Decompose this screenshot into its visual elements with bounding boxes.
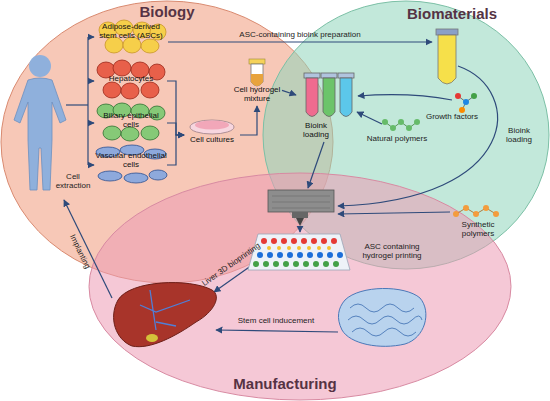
cell-type-box: Biliary epithelial cells: [95, 104, 167, 142]
process-label: ASC containing hydrogel printing: [352, 242, 432, 260]
flow-arrow: [167, 135, 184, 165]
culture-dish-box: Cell cultures: [184, 114, 240, 156]
flow-arrow: [167, 123, 184, 135]
cell-label: Biliary epithelial cells: [95, 112, 167, 130]
cell-type-box: Adipose-derived stem cells (ASCs): [95, 20, 167, 54]
process-label: Bioink loading: [500, 126, 538, 144]
process-label: Natural polymers: [362, 134, 432, 143]
flow-arrow: [240, 106, 257, 135]
section-title: Biomaterials: [392, 6, 512, 23]
cell-type-box: Hepatocytes: [95, 62, 167, 100]
flow-arrow: [282, 90, 296, 95]
process-label: Stem cell inducement: [226, 316, 326, 325]
process-label: Synthetic polymers: [452, 220, 504, 238]
cell-type-box: Vascular endothelial cells: [95, 146, 167, 184]
process-label: Growth factors: [420, 112, 484, 121]
process-label: Liver 3D bioprinting: [192, 235, 271, 294]
cell-label: Vascular endothelial cells: [95, 152, 167, 170]
step-label: Cell hydrogel mixture: [232, 86, 282, 104]
process-label: Cell extraction: [52, 172, 94, 190]
cell-label: Adipose-derived stem cells (ASCs): [95, 23, 167, 41]
cell-label: Hepatocytes: [95, 75, 167, 84]
flow-arrow: [167, 81, 184, 135]
venn-circle-outline: [89, 173, 511, 400]
section-title: Manufacturing: [225, 376, 345, 393]
process-label: Implanting: [63, 223, 98, 281]
step-label: Cell cultures: [184, 136, 240, 145]
section-title: Biology: [107, 4, 227, 21]
process-label: ASC-containing bioink preparation: [200, 30, 400, 39]
venn-circle-shape: [88, 172, 512, 401]
bioink-tubes-box: Bioink loading: [296, 70, 356, 140]
step-label: Bioink loading: [296, 122, 336, 140]
venn-circle: Manufacturing: [88, 172, 512, 401]
